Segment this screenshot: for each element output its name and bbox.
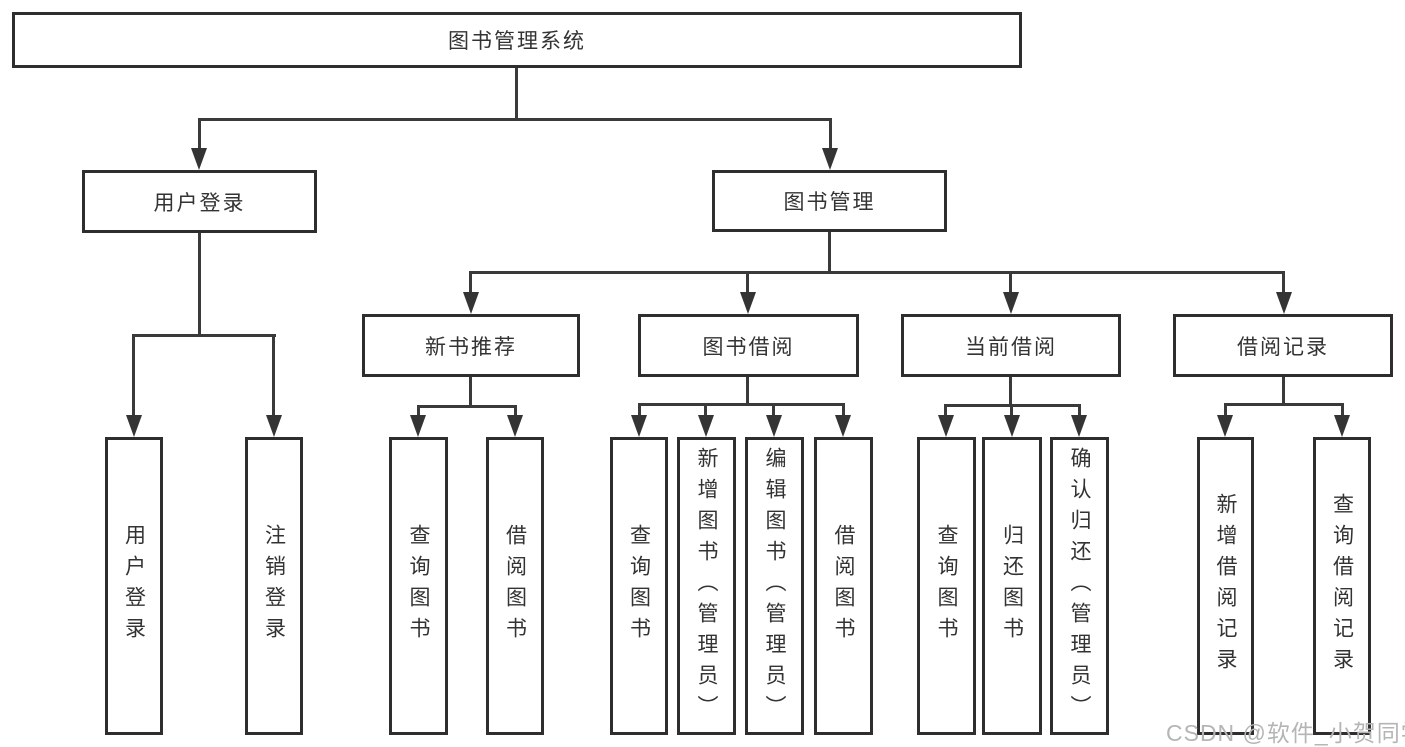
leaf-query-book-under-borrowing: 查询图书 <box>610 437 668 735</box>
arrow-to-book-mgmt <box>822 148 838 170</box>
leaf-query-book-rec-label: 查询图书 <box>407 524 431 648</box>
leaf-logout: 注销登录 <box>245 437 303 735</box>
leaf-add-book-admin: 新增图书（管理员） <box>677 437 736 735</box>
leaf-add-borrow-record: 新增借阅记录 <box>1197 437 1254 735</box>
node-borrowing-records: 借阅记录 <box>1173 314 1393 377</box>
leaf-borrow-book-under-borrowing: 借阅图书 <box>814 437 873 735</box>
arrow-to-leaf-borrow-book-rec <box>507 415 523 437</box>
leaf-query-book-under-recommendation: 查询图书 <box>389 437 448 735</box>
leaf-edit-book-label: 编辑图书（管理员） <box>763 446 787 726</box>
arrow-to-leaf-logout <box>266 415 282 437</box>
leaf-add-borrow-record-label: 新增借阅记录 <box>1214 493 1238 679</box>
arrow-to-new-book-rec <box>463 292 479 314</box>
leaf-query-book-current-label: 查询图书 <box>935 524 959 648</box>
node-root-library-management-system: 图书管理系统 <box>12 12 1022 68</box>
node-current-borrowing: 当前借阅 <box>901 314 1121 377</box>
arrow-to-borrow-records <box>1276 292 1292 314</box>
arrow-to-leaf-confirm-return <box>1071 415 1087 437</box>
leaf-query-book-under-current: 查询图书 <box>917 437 976 735</box>
arrow-to-leaf-user-login <box>126 415 142 437</box>
node-book-management: 图书管理 <box>712 170 947 232</box>
arrow-to-leaf-add-borrow-record <box>1217 415 1233 437</box>
leaf-user-login-label: 用户登录 <box>122 524 146 648</box>
arrow-to-leaf-query-book-borrow <box>631 415 647 437</box>
leaf-query-borrow-record: 查询借阅记录 <box>1313 437 1371 735</box>
leaf-borrow-book-rec-label: 借阅图书 <box>503 524 527 648</box>
leaf-query-borrow-record-label: 查询借阅记录 <box>1330 493 1354 679</box>
arrow-to-book-borrow <box>740 292 756 314</box>
leaf-query-book-borrow-label: 查询图书 <box>627 524 651 648</box>
csdn-watermark: CSDN @软件_小贺同学 <box>1166 720 1405 746</box>
node-book-borrowing: 图书借阅 <box>638 314 859 377</box>
arrow-to-leaf-edit-book <box>766 415 782 437</box>
arrow-to-leaf-borrow-book-borrow <box>835 415 851 437</box>
arrow-to-leaf-query-borrow-record <box>1334 415 1350 437</box>
leaf-edit-book-admin: 编辑图书（管理员） <box>745 437 804 735</box>
node-user-login: 用户登录 <box>82 170 317 233</box>
leaf-logout-label: 注销登录 <box>262 524 286 648</box>
arrow-to-user-login <box>191 148 207 170</box>
arrow-to-leaf-return-book <box>1004 415 1020 437</box>
arrow-to-leaf-query-book-rec <box>410 415 426 437</box>
leaf-user-login: 用户登录 <box>105 437 163 735</box>
arrow-to-current-borrow <box>1003 292 1019 314</box>
leaf-add-book-label: 新增图书（管理员） <box>695 446 719 726</box>
leaf-confirm-return-admin: 确认归还（管理员） <box>1050 437 1109 735</box>
arrow-to-leaf-query-book-current <box>938 415 954 437</box>
leaf-borrow-book-borrow-label: 借阅图书 <box>832 524 856 648</box>
leaf-return-book-label: 归还图书 <box>1000 524 1024 648</box>
leaf-borrow-book-under-recommendation: 借阅图书 <box>486 437 544 735</box>
node-new-book-recommendation: 新书推荐 <box>362 314 580 377</box>
leaf-confirm-return-label: 确认归还（管理员） <box>1068 446 1092 726</box>
arrow-to-leaf-add-book <box>698 415 714 437</box>
leaf-return-book: 归还图书 <box>982 437 1042 735</box>
